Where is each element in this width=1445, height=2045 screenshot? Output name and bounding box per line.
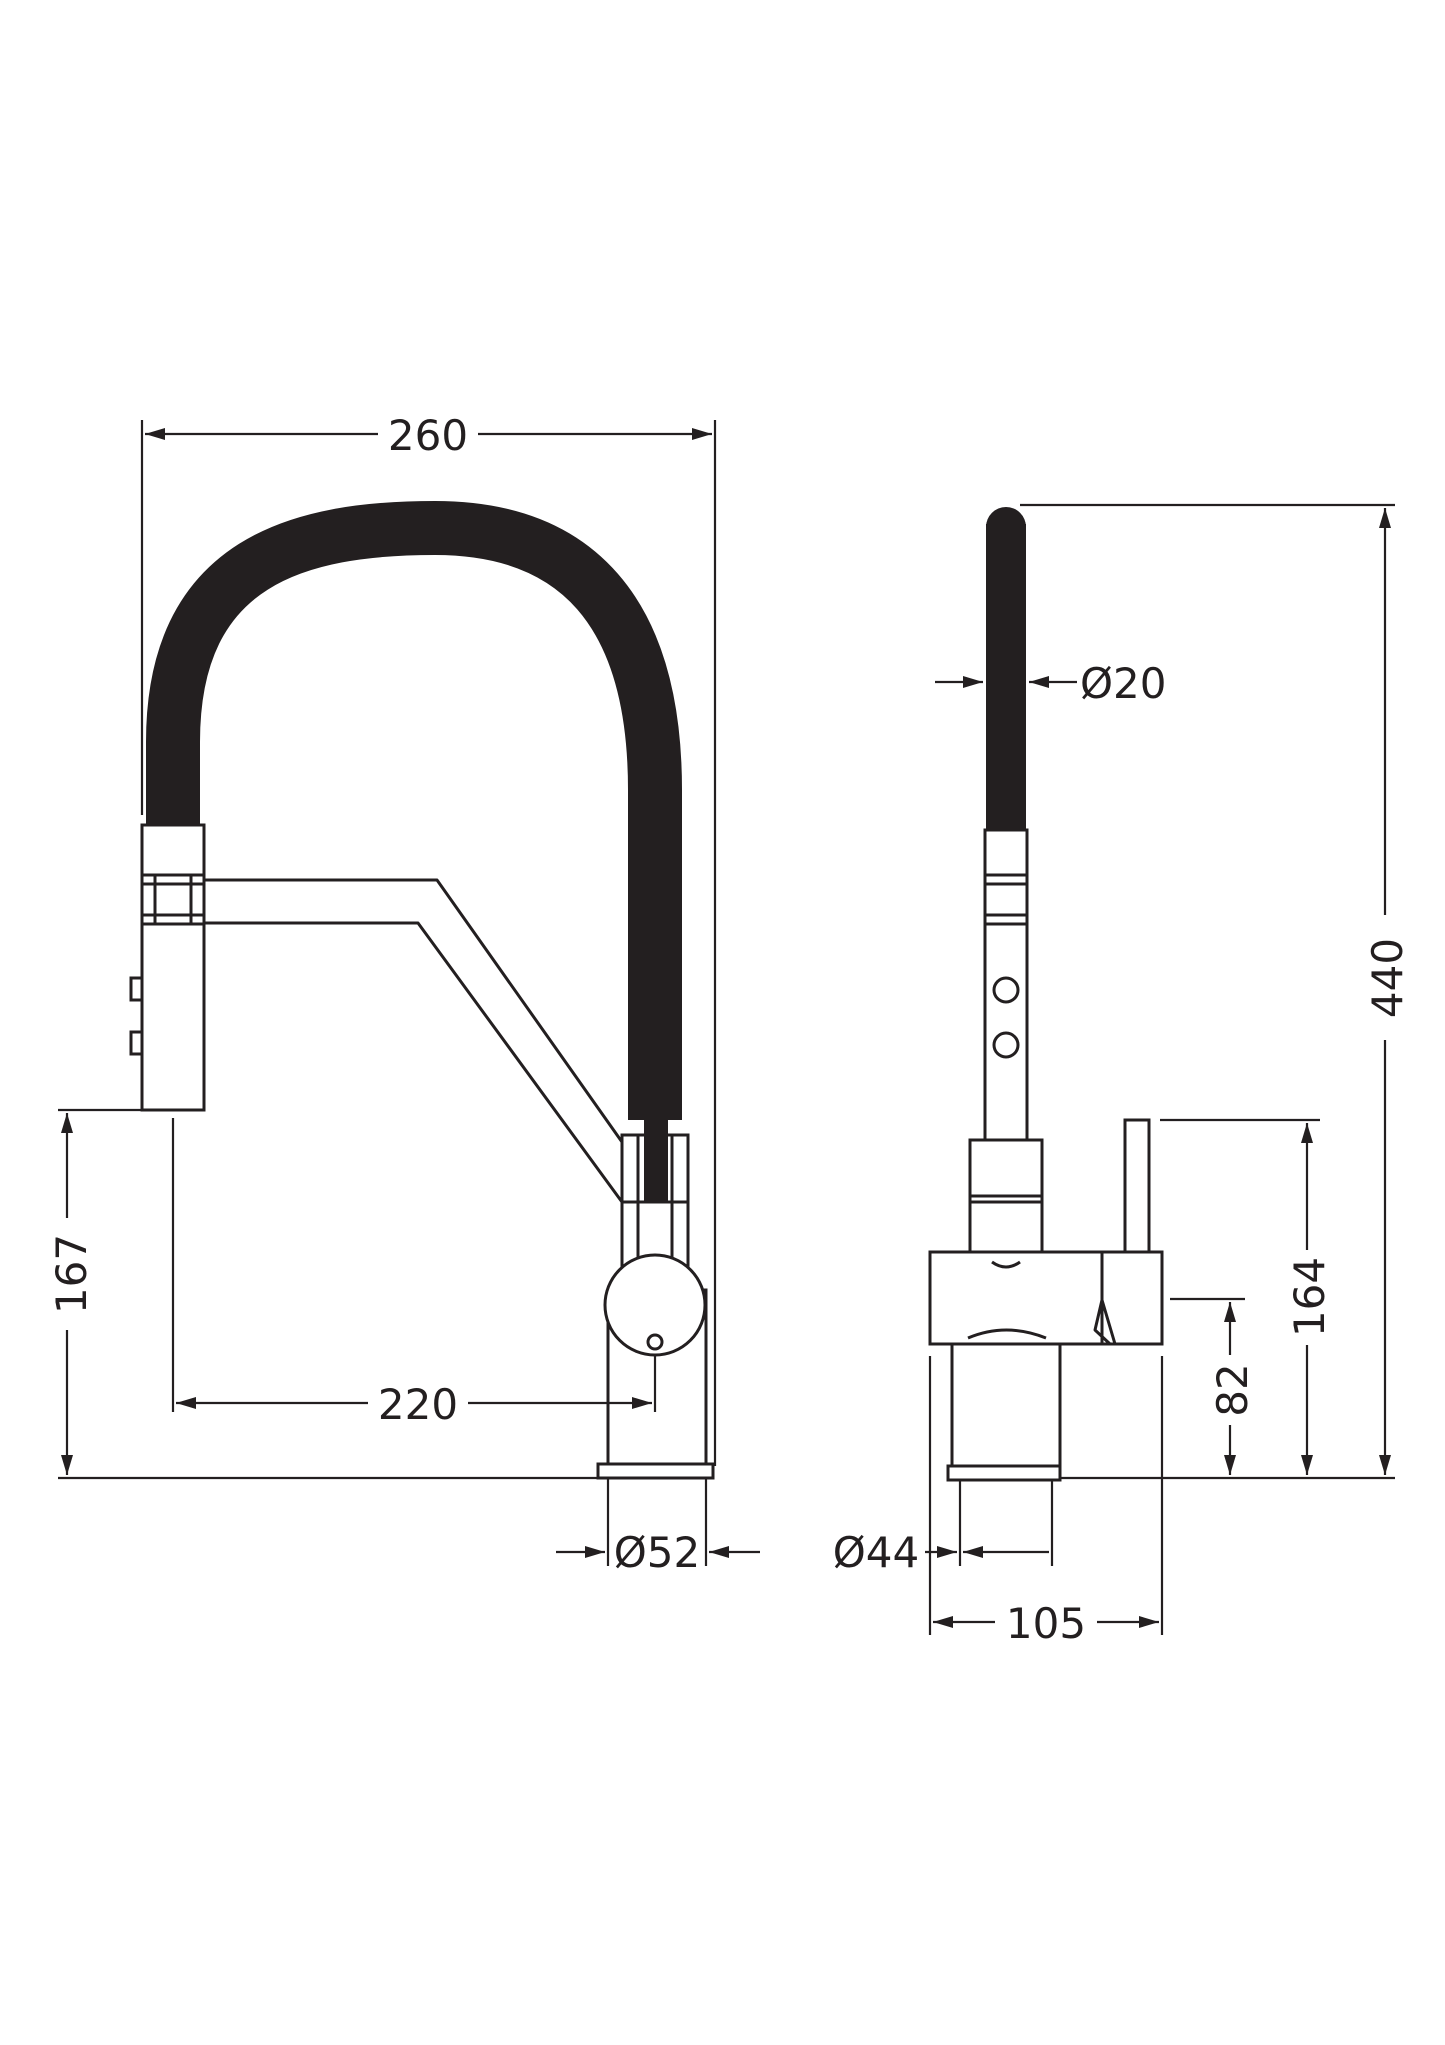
side-hose-tip: [986, 507, 1026, 830]
side-lever-rod: [1123, 1118, 1151, 1254]
dimension-labels: 260 167 220 Ø52 Ø20 440 164 82 Ø44 105: [47, 411, 1412, 1648]
dim-overall-width: 260: [388, 411, 468, 460]
front-view: [129, 500, 715, 1480]
front-base-plate: [596, 1462, 715, 1480]
dim-base-diameter-front: Ø52: [614, 1528, 701, 1577]
side-spray-button: [992, 976, 1020, 1004]
side-base-plate: [946, 1464, 1062, 1482]
dim-hose-diameter: Ø20: [1080, 659, 1167, 708]
front-hose-end: [644, 1118, 668, 1202]
side-collar: [968, 1138, 1044, 1204]
front-spray-button: [129, 976, 144, 1002]
side-spray-button: [992, 1031, 1020, 1059]
front-spray-button: [129, 1030, 144, 1056]
dim-handle-height: 164: [1285, 1257, 1334, 1337]
dim-side-depth: 105: [1006, 1599, 1086, 1648]
side-tap-body: [928, 1250, 1104, 1346]
front-hose: [146, 500, 682, 1120]
side-view: [928, 507, 1164, 1482]
dimension-lines: [58, 420, 1395, 1635]
front-spray-head: [140, 823, 206, 1112]
side-lower-column: [950, 1342, 1062, 1468]
dim-tap-height: 167: [47, 1234, 96, 1314]
dim-total-height: 440: [1363, 938, 1412, 1018]
dim-base-diameter-side: Ø44: [833, 1528, 920, 1577]
front-spout-arm: [205, 878, 624, 1143]
dim-spout-reach: 220: [378, 1380, 458, 1429]
dim-lever-height: 82: [1208, 1363, 1257, 1416]
